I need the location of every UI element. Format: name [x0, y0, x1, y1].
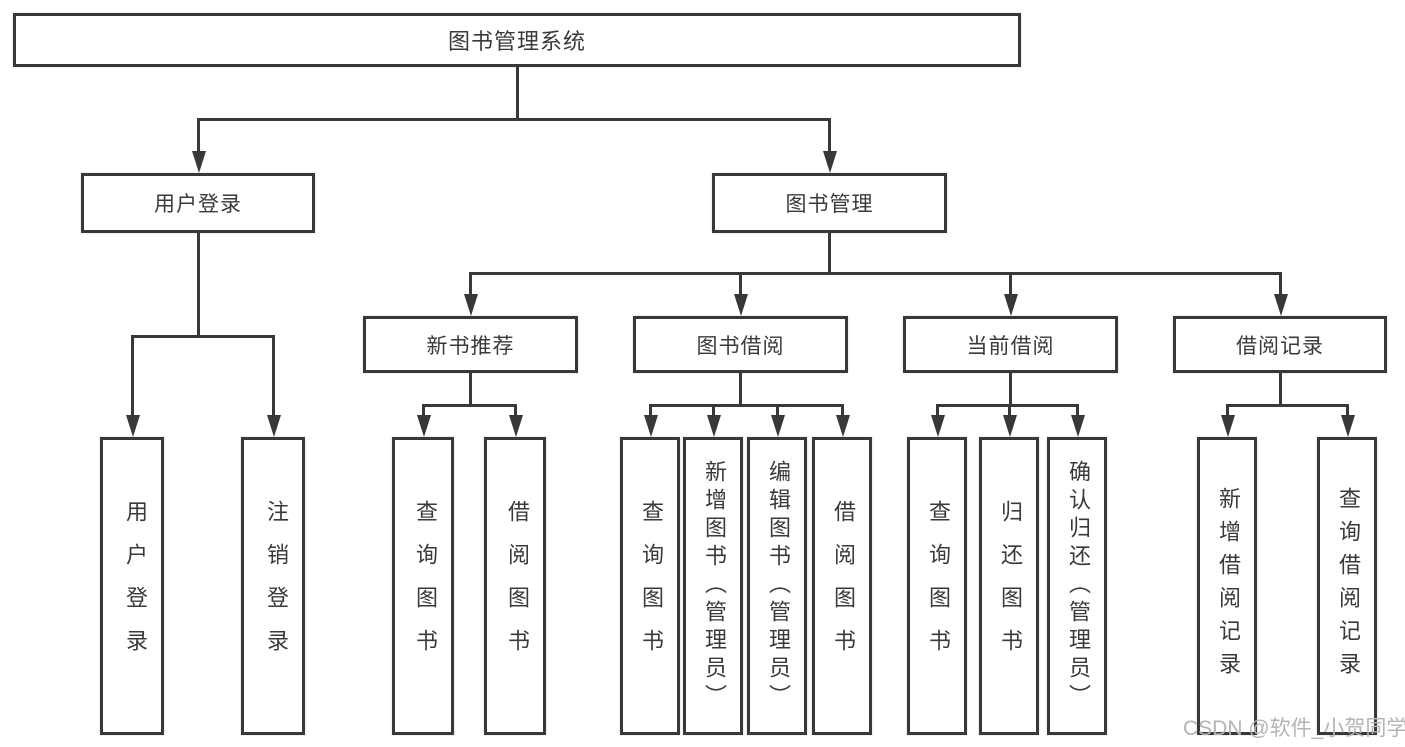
down-arrow — [416, 404, 431, 437]
down-arrow — [191, 118, 206, 173]
down-arrow — [463, 272, 478, 316]
node-new-book-recommend: 新书推荐 — [363, 316, 578, 373]
tree-connector-line — [197, 233, 200, 335]
leaf-add-book-admin: 新增图书（管理员） — [683, 437, 743, 735]
down-arrow — [1340, 404, 1355, 437]
down-arrow — [1220, 404, 1235, 437]
down-arrow — [733, 272, 748, 316]
leaf-user-login: 用户登录 — [100, 437, 164, 735]
down-arrow — [125, 335, 140, 437]
down-arrow — [1003, 272, 1018, 316]
tree-connector-line — [469, 272, 1282, 275]
node-book-management: 图书管理 — [712, 173, 947, 233]
down-arrow — [508, 404, 523, 437]
leaf-edit-book-admin: 编辑图书（管理员） — [747, 437, 807, 735]
tree-connector-line — [197, 118, 831, 121]
tree-connector-line — [131, 335, 274, 338]
down-arrow — [930, 404, 945, 437]
node-library-system: 图书管理系统 — [13, 13, 1021, 67]
leaf-query-books-borrow: 查询图书 — [620, 437, 680, 735]
tree-connector-line — [739, 373, 742, 404]
node-book-borrow: 图书借阅 — [633, 316, 848, 373]
leaf-borrow-books: 借阅图书 — [812, 437, 872, 735]
tree-connector-line — [1279, 373, 1282, 404]
leaf-return-books: 归还图书 — [979, 437, 1039, 735]
tree-connector-line — [828, 233, 831, 272]
down-arrow — [822, 118, 837, 173]
tree-connector-line — [469, 373, 472, 404]
leaf-query-books-recommend: 查询图书 — [392, 437, 454, 735]
down-arrow — [1273, 272, 1288, 316]
down-arrow — [706, 404, 721, 437]
leaf-borrow-books-recommend: 借阅图书 — [484, 437, 546, 735]
node-borrow-records: 借阅记录 — [1173, 316, 1387, 373]
tree-connector-line — [1009, 373, 1012, 404]
node-user-login: 用户登录 — [81, 173, 315, 233]
tree-connector-line — [936, 404, 1079, 407]
csdn-watermark: CSDN @软件_小贺同学 — [1183, 717, 1405, 740]
down-arrow — [643, 404, 658, 437]
leaf-logout: 注销登录 — [241, 437, 305, 735]
leaf-query-borrow-record: 查询借阅记录 — [1317, 437, 1377, 735]
leaf-query-books-current: 查询图书 — [907, 437, 967, 735]
tree-connector-line — [1226, 404, 1349, 407]
leaf-add-borrow-record: 新增借阅记录 — [1197, 437, 1257, 735]
tree-connector-line — [649, 404, 843, 407]
leaf-confirm-return-admin: 确认归还（管理员） — [1047, 437, 1107, 735]
down-arrow — [1002, 404, 1017, 437]
down-arrow — [266, 335, 281, 437]
tree-connector-line — [422, 404, 517, 407]
node-current-borrow: 当前借阅 — [903, 316, 1118, 373]
tree-connector-line — [516, 67, 519, 120]
down-arrow — [835, 404, 850, 437]
down-arrow — [1070, 404, 1085, 437]
down-arrow — [770, 404, 785, 437]
